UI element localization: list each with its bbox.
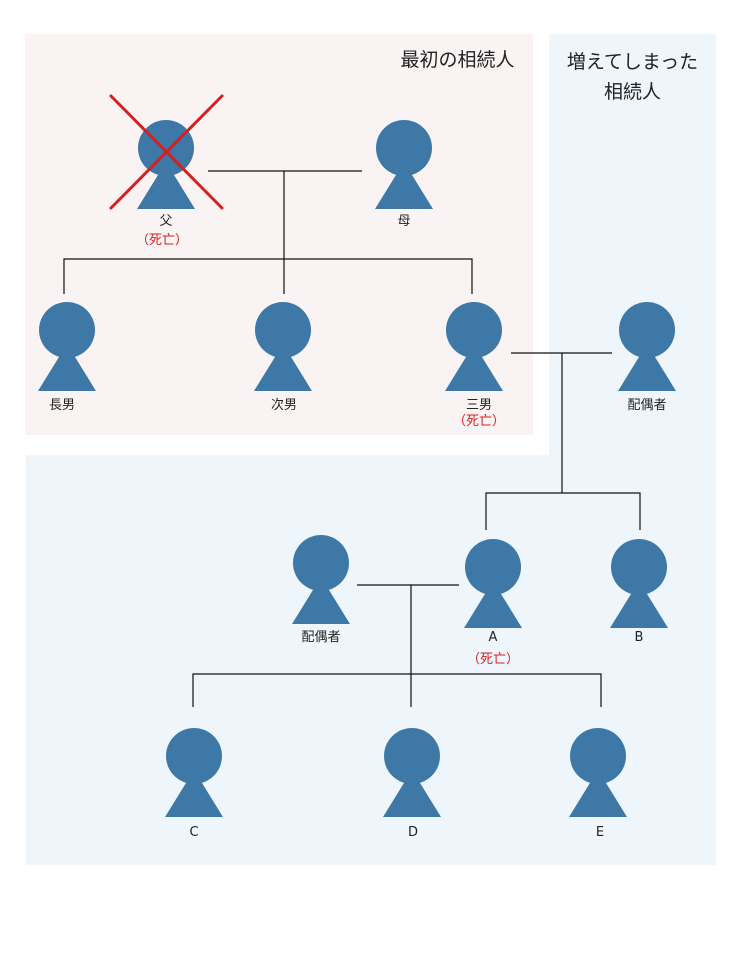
person-icon-a <box>464 539 522 628</box>
person-head <box>611 539 667 595</box>
added-heirs-title-line-1: 増えてしまった <box>566 51 699 73</box>
a-deceased-label: （死亡） <box>466 652 519 667</box>
father-deceased-label: （死亡） <box>135 233 188 248</box>
person-body <box>383 770 441 817</box>
person-head <box>255 302 311 358</box>
person-body <box>165 770 223 817</box>
mother-label: 母 <box>397 214 411 229</box>
person-body <box>137 162 195 209</box>
person-head <box>384 728 440 784</box>
person-head <box>293 535 349 591</box>
original-heirs-title: 最初の相続人 <box>400 49 515 71</box>
person-icon-b <box>610 539 668 628</box>
people-layer <box>38 120 676 817</box>
eldest-son-label: 長男 <box>48 398 75 413</box>
sibling-line-sons <box>63 258 473 294</box>
person-body <box>618 344 676 391</box>
person-icon-second-son <box>254 302 312 391</box>
person-icon-father <box>137 120 195 209</box>
person-icon-eldest-son <box>38 302 96 391</box>
a-label: A <box>488 630 498 645</box>
person-head <box>138 120 194 176</box>
person-body <box>569 770 627 817</box>
person-body <box>610 581 668 628</box>
person-head <box>376 120 432 176</box>
person-body <box>292 577 350 624</box>
sibling-line-a-b <box>485 492 641 530</box>
c-label: C <box>189 825 199 840</box>
third-son-spouse-label: 配偶者 <box>627 398 667 413</box>
person-head <box>39 302 95 358</box>
person-head <box>619 302 675 358</box>
third-son-deceased-label: （死亡） <box>452 414 505 429</box>
sibling-line-c-d-e <box>192 673 602 707</box>
added-heirs-title-line-2: 相続人 <box>603 81 661 103</box>
person-head <box>570 728 626 784</box>
person-head <box>446 302 502 358</box>
third-son-label: 三男 <box>465 398 492 413</box>
person-icon-third-son <box>445 302 503 391</box>
connector-lines <box>63 170 641 707</box>
person-head <box>465 539 521 595</box>
person-icon-e <box>569 728 627 817</box>
person-icon-third-son-spouse <box>618 302 676 391</box>
person-body <box>254 344 312 391</box>
deceased-cross-mark <box>109 94 224 210</box>
person-body <box>38 344 96 391</box>
a-spouse-label: 配偶者 <box>301 630 341 645</box>
person-head <box>166 728 222 784</box>
person-body <box>445 344 503 391</box>
father-label: 父 <box>159 214 173 229</box>
e-label: E <box>595 825 605 840</box>
person-body <box>375 162 433 209</box>
person-icon-d <box>383 728 441 817</box>
added-heirs-region <box>26 34 716 865</box>
second-son-label: 次男 <box>270 398 297 413</box>
person-icon-a-spouse <box>292 535 350 624</box>
person-icon-c <box>165 728 223 817</box>
person-icon-mother <box>375 120 433 209</box>
person-body <box>464 581 522 628</box>
b-label: B <box>634 630 644 645</box>
d-label: D <box>407 825 418 840</box>
